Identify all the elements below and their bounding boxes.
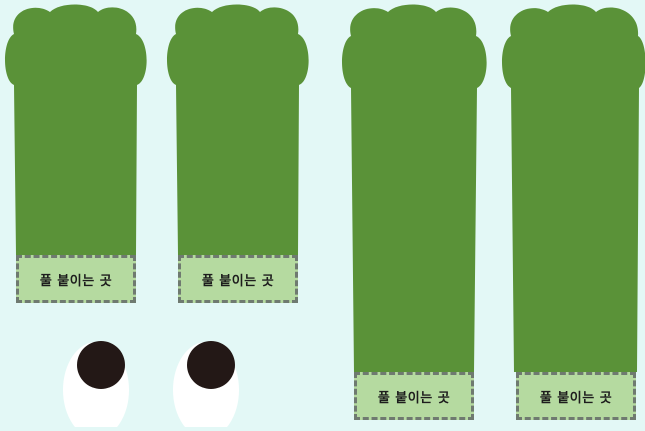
pupil-icon — [77, 341, 125, 389]
green-paw-2 — [160, 0, 315, 260]
eye-left — [60, 332, 132, 431]
glue-tab-3: 풀 붙이는 곳 — [354, 372, 474, 420]
paw-shape-icon — [5, 4, 147, 255]
glue-tab-label: 풀 붙이는 곳 — [39, 273, 113, 289]
glue-tab-label: 풀 붙이는 곳 — [201, 273, 275, 289]
pupil-icon — [187, 341, 235, 389]
eye-icon — [63, 341, 129, 431]
green-paw-4 — [498, 0, 645, 375]
eye-icon — [173, 341, 239, 431]
green-paw-3 — [338, 0, 493, 375]
paw-shape-icon — [167, 4, 309, 255]
glue-tab-label: 풀 붙이는 곳 — [377, 390, 451, 406]
eye-right — [170, 332, 242, 431]
paw-shape-icon — [502, 4, 645, 372]
paw-shape-icon — [342, 4, 487, 372]
glue-tab-label: 풀 붙이는 곳 — [539, 390, 613, 406]
green-paw-1 — [0, 0, 155, 260]
glue-tab-4: 풀 붙이는 곳 — [516, 372, 636, 420]
glue-tab-2: 풀 붙이는 곳 — [178, 255, 298, 303]
glue-tab-1: 풀 붙이는 곳 — [16, 255, 136, 303]
